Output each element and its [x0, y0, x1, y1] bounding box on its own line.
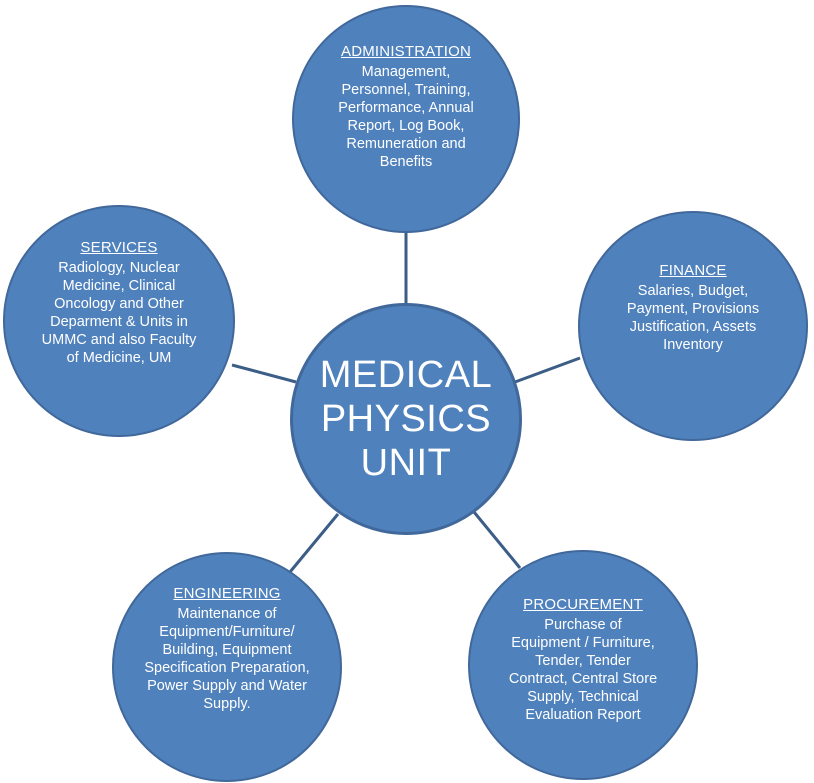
connector-engineering: [288, 513, 340, 573]
center-title: MEDICAL PHYSICS UNIT: [319, 354, 493, 484]
node-center: MEDICAL PHYSICS UNIT: [290, 303, 522, 535]
connector-finance: [514, 356, 581, 384]
node-finance-description: Salaries, Budget, Payment, Provisions Ju…: [626, 283, 760, 353]
node-procurement-description: Purchase of Equipment / Furniture, Tende…: [508, 617, 658, 723]
node-services: SERVICES Radiology, Nuclear Medicine, Cl…: [3, 205, 235, 437]
node-procurement-title: PROCUREMENT: [523, 596, 643, 613]
node-administration-title: ADMINISTRATION: [340, 43, 472, 60]
node-engineering: ENGINEERING Maintenance of Equipment/Fur…: [112, 552, 342, 782]
node-services-title: SERVICES: [80, 239, 158, 256]
node-engineering-description: Maintenance of Equipment/Furniture/ Buil…: [144, 606, 310, 712]
node-finance-title: FINANCE: [659, 262, 727, 279]
node-engineering-title: ENGINEERING: [173, 585, 281, 602]
connector-procurement: [472, 511, 522, 569]
node-services-description: Radiology, Nuclear Medicine, Clinical On…: [41, 260, 197, 366]
node-finance: FINANCE Salaries, Budget, Payment, Provi…: [578, 211, 808, 441]
connector-services: [231, 363, 297, 384]
node-administration-description: Management, Personnel, Training, Perform…: [338, 64, 474, 170]
node-procurement: PROCUREMENT Purchase of Equipment / Furn…: [468, 550, 698, 780]
node-administration: ADMINISTRATION Management, Personnel, Tr…: [292, 5, 520, 233]
